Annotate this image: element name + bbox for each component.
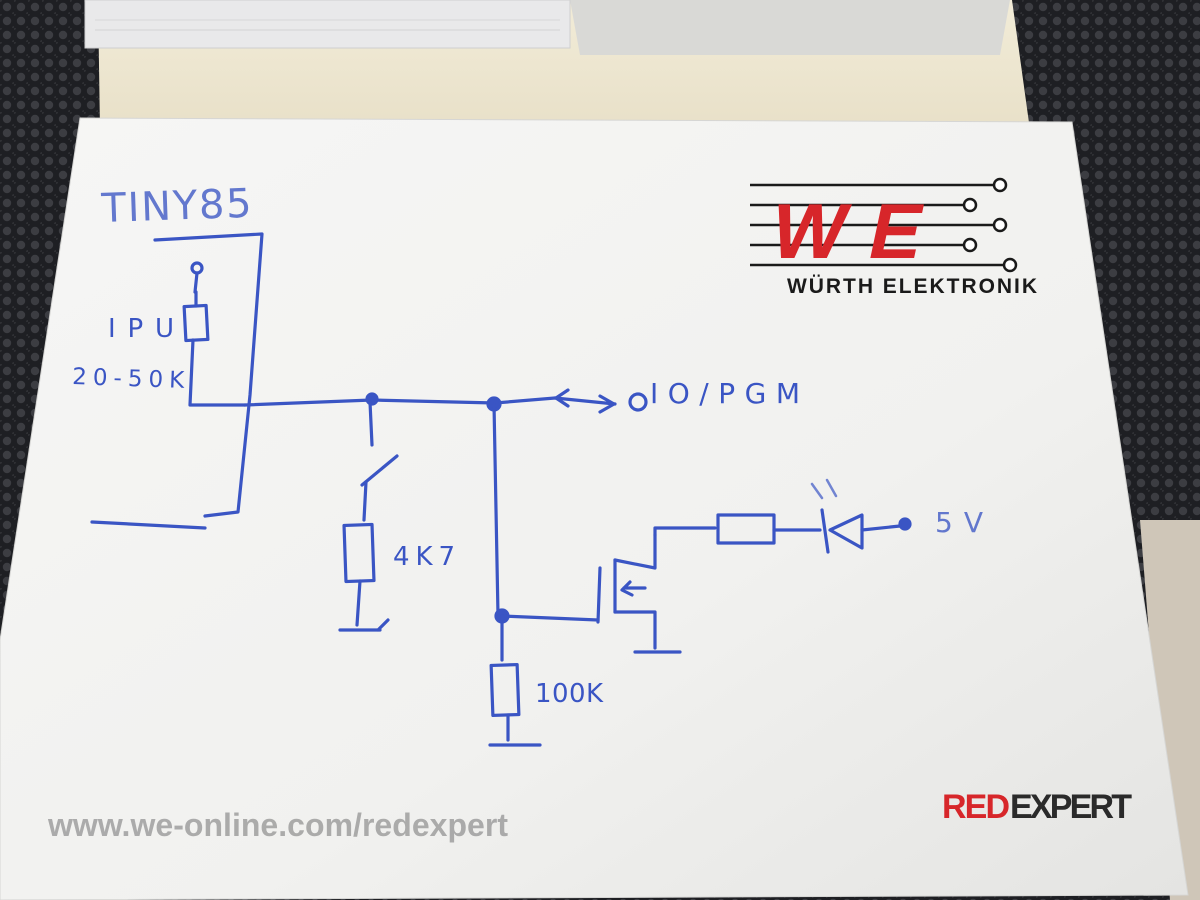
led-cathode [820,508,830,554]
schematic-sketch [90,232,912,747]
website-url: www.we-online.com/redexpert [47,807,508,843]
card-stack [84,0,571,49]
chip-outline [153,232,264,518]
gate-resistor [489,662,521,718]
main-bus [243,396,557,407]
switch-blade [360,454,399,487]
gate-resistor-label: 100K [535,679,604,709]
right-strip [1140,520,1200,900]
io-arrow [553,396,617,406]
switch-resistor-label: 4K7 [393,542,455,572]
note-card [0,117,1189,900]
io-label: IO/PGM [650,377,800,410]
io-terminal [628,392,648,412]
ground-1 [338,618,390,632]
redexpert-logo: RED EXPERT [942,788,1132,826]
gate-lead [492,402,500,617]
redexpert-black: EXPERT [1010,788,1132,826]
supply-terminal [898,517,912,531]
plastic-sheet [570,0,1010,55]
chip-bottom [90,520,207,530]
redexpert-red: RED [942,788,1010,826]
switch-lead [368,400,374,447]
mosfet-gate [596,566,602,624]
led-rays [810,478,838,500]
chip-label: TINY85 [100,181,253,232]
